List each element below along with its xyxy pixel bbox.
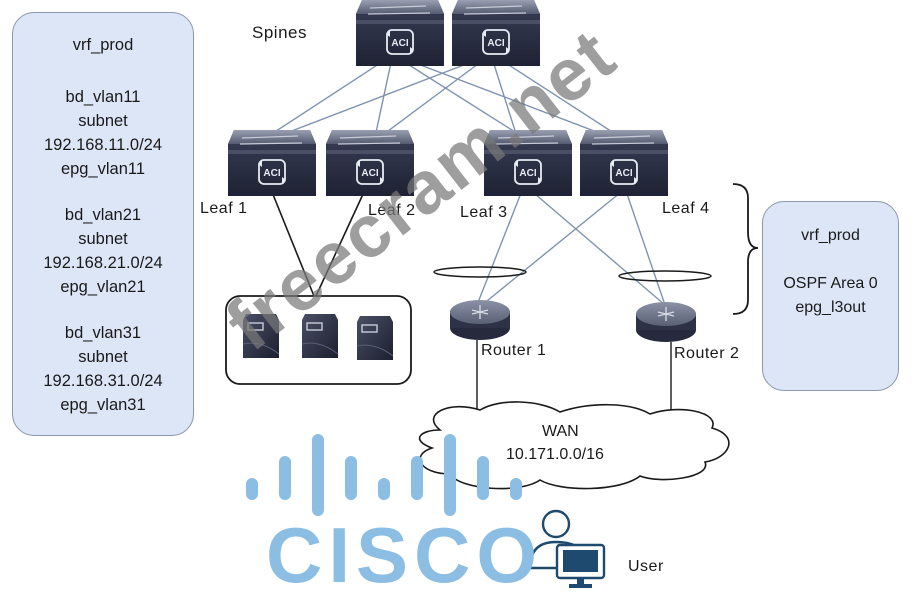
cisco-logo-text: CISCO <box>266 511 544 599</box>
leaf-switch-2 <box>325 129 415 197</box>
bd-name: bd_vlan11 <box>65 88 141 106</box>
subnet-label: subnet <box>78 112 128 130</box>
link-leaf3-router1 <box>476 187 524 306</box>
curly-brace <box>732 183 759 315</box>
link-spine2-leaf4 <box>497 57 621 138</box>
link-spine1-leaf1 <box>266 57 389 138</box>
subnet-label: subnet <box>78 348 128 366</box>
leaf2-label: Leaf 2 <box>368 202 416 219</box>
subnet-value: 192.168.31.0/24 <box>43 372 163 390</box>
bd-name: bd_vlan21 <box>64 206 142 224</box>
panel-vrf-name: vrf_prod <box>72 36 134 54</box>
router-1 <box>449 299 511 341</box>
link-leaf2-servers <box>315 191 365 297</box>
spine-switch-1 <box>355 0 445 67</box>
leaf-switch-1 <box>227 129 317 197</box>
port-channel-router1 <box>433 266 527 278</box>
epg-name: epg_vlan21 <box>60 278 146 296</box>
server-3 <box>356 315 394 361</box>
bd-entry: bd_vlan21 subnet 192.168.21.0/24 epg_vla… <box>13 203 193 299</box>
router1-label: Router 1 <box>481 342 547 359</box>
subnet-value: 192.168.11.0/24 <box>43 136 163 154</box>
link-leaf3-router2 <box>527 187 666 306</box>
leaf4-label: Leaf 4 <box>662 200 710 217</box>
panel-vrf-name: vrf_prod <box>801 227 860 244</box>
leaf1-label: Leaf 1 <box>200 200 248 217</box>
link-spine2-leaf3 <box>491 57 518 138</box>
subnet-value: 192.168.21.0/24 <box>43 254 163 272</box>
epg-l3out: epg_l3out <box>795 299 866 316</box>
link-leaf4-router1 <box>481 187 627 306</box>
bd-entry: bd_vlan11 subnet 192.168.11.0/24 epg_vla… <box>13 85 193 181</box>
leaf-switch-3 <box>483 129 573 197</box>
wan-title: WAN <box>542 423 579 440</box>
server-2 <box>301 313 339 359</box>
cisco-logo-bars <box>246 434 522 516</box>
user-label: User <box>628 558 664 575</box>
spine-switch-2 <box>451 0 541 67</box>
server-1 <box>242 313 280 359</box>
vrf-prod-l3out-panel: vrf_prod OSPF Area 0 epg_l3out <box>762 201 899 391</box>
leaf-switch-4 <box>579 129 669 197</box>
epg-name: epg_vlan31 <box>60 396 146 414</box>
vrf-prod-bd-panel: vrf_prod bd_vlan11 subnet 192.168.11.0/2… <box>12 12 194 436</box>
link-spine2-leaf1 <box>275 57 483 138</box>
fabric-links <box>266 57 621 138</box>
spines-label: Spines <box>252 23 307 42</box>
bd-name: bd_vlan31 <box>64 324 142 342</box>
l3out-links <box>476 187 666 306</box>
link-spine1-leaf4 <box>401 57 611 138</box>
port-channel-router2 <box>618 270 712 282</box>
wan-subnet: 10.171.0.0/16 <box>506 446 604 463</box>
leaf3-label: Leaf 3 <box>460 204 508 221</box>
router-2 <box>635 301 697 343</box>
link-spine1-leaf3 <box>397 57 524 138</box>
server-links <box>271 191 365 297</box>
epg-name: epg_vlan11 <box>60 160 146 178</box>
link-leaf1-servers <box>271 191 315 297</box>
subnet-label: subnet <box>78 230 128 248</box>
link-leaf4-router2 <box>624 187 666 306</box>
bd-entry: bd_vlan31 subnet 192.168.31.0/24 epg_vla… <box>13 321 193 417</box>
router2-label: Router 2 <box>674 345 740 362</box>
user-icon <box>528 509 606 588</box>
ospf-area: OSPF Area 0 <box>783 275 878 292</box>
link-spine2-leaf2 <box>379 57 487 138</box>
link-spine1-leaf2 <box>374 57 393 138</box>
